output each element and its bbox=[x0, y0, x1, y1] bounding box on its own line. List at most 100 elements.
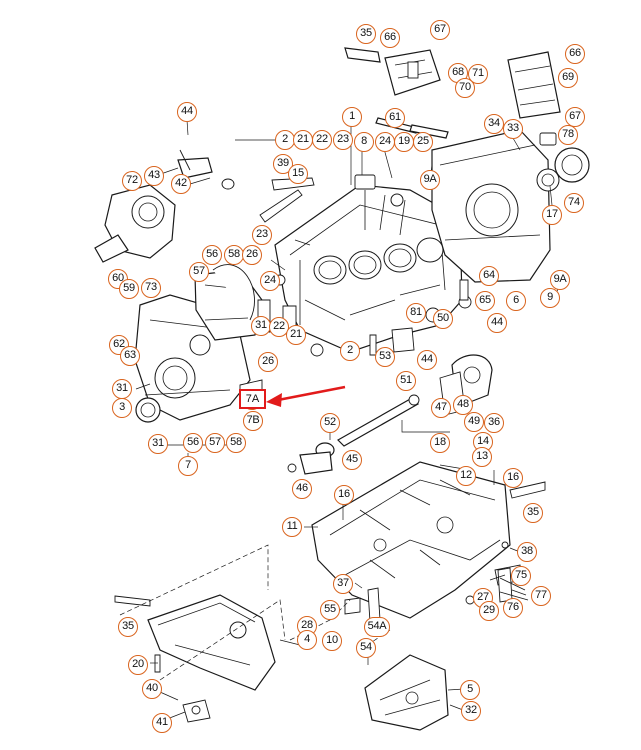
callout-52[interactable]: 52 bbox=[320, 413, 340, 433]
callout-58[interactable]: 58 bbox=[224, 245, 244, 265]
callout-5[interactable]: 5 bbox=[460, 680, 480, 700]
callout-33[interactable]: 33 bbox=[503, 119, 523, 139]
callout-56[interactable]: 56 bbox=[202, 245, 222, 265]
callout-75[interactable]: 75 bbox=[511, 566, 531, 586]
callout-44[interactable]: 44 bbox=[487, 313, 507, 333]
callout-36[interactable]: 36 bbox=[484, 413, 504, 433]
callout-51[interactable]: 51 bbox=[396, 371, 416, 391]
callout-57[interactable]: 57 bbox=[189, 262, 209, 282]
callout-35[interactable]: 35 bbox=[356, 24, 376, 44]
callout-54[interactable]: 54 bbox=[356, 638, 376, 658]
callout-35[interactable]: 35 bbox=[118, 617, 138, 637]
callout-19[interactable]: 19 bbox=[394, 132, 414, 152]
highlighted-callout-7A[interactable]: 7A bbox=[239, 389, 266, 409]
callout-31[interactable]: 31 bbox=[148, 434, 168, 454]
callout-64[interactable]: 64 bbox=[479, 266, 499, 286]
callout-10[interactable]: 10 bbox=[322, 631, 342, 651]
callout-31[interactable]: 31 bbox=[251, 316, 271, 336]
callout-20[interactable]: 20 bbox=[128, 655, 148, 675]
callout-32[interactable]: 32 bbox=[461, 701, 481, 721]
callout-11[interactable]: 11 bbox=[282, 517, 302, 537]
callout-67[interactable]: 67 bbox=[430, 20, 450, 40]
callout-41[interactable]: 41 bbox=[152, 713, 172, 733]
callout-67[interactable]: 67 bbox=[565, 107, 585, 127]
callout-59[interactable]: 59 bbox=[119, 279, 139, 299]
callout-24[interactable]: 24 bbox=[375, 132, 395, 152]
callout-8[interactable]: 8 bbox=[354, 132, 374, 152]
callout-7b[interactable]: 7B bbox=[243, 411, 263, 431]
callout-47[interactable]: 47 bbox=[431, 398, 451, 418]
callout-76[interactable]: 76 bbox=[503, 598, 523, 618]
water-pump-drawing bbox=[94, 149, 235, 263]
callout-49[interactable]: 49 bbox=[464, 412, 484, 432]
callout-37[interactable]: 37 bbox=[333, 574, 353, 594]
rear-cover-drawing bbox=[431, 129, 590, 283]
callout-9[interactable]: 9 bbox=[540, 288, 560, 308]
callout-13[interactable]: 13 bbox=[472, 447, 492, 467]
callout-24[interactable]: 24 bbox=[260, 271, 280, 291]
callout-71[interactable]: 71 bbox=[468, 64, 488, 84]
callout-23[interactable]: 23 bbox=[333, 130, 353, 150]
callout-61[interactable]: 61 bbox=[385, 108, 405, 128]
callout-72[interactable]: 72 bbox=[122, 171, 142, 191]
callout-38[interactable]: 38 bbox=[517, 542, 537, 562]
callout-15[interactable]: 15 bbox=[288, 164, 308, 184]
callout-55[interactable]: 55 bbox=[320, 600, 340, 620]
callout-74[interactable]: 74 bbox=[564, 193, 584, 213]
callout-26[interactable]: 26 bbox=[258, 352, 278, 372]
callout-65[interactable]: 65 bbox=[475, 291, 495, 311]
callout-70[interactable]: 70 bbox=[455, 78, 475, 98]
callout-45[interactable]: 45 bbox=[342, 450, 362, 470]
callout-21[interactable]: 21 bbox=[293, 130, 313, 150]
callout-54a[interactable]: 54A bbox=[364, 617, 390, 637]
callout-42[interactable]: 42 bbox=[171, 174, 191, 194]
callout-81[interactable]: 81 bbox=[406, 303, 426, 323]
callout-25[interactable]: 25 bbox=[413, 132, 433, 152]
callout-2[interactable]: 2 bbox=[275, 130, 295, 150]
callout-57[interactable]: 57 bbox=[205, 433, 225, 453]
callout-48[interactable]: 48 bbox=[453, 395, 473, 415]
callout-6[interactable]: 6 bbox=[506, 291, 526, 311]
callout-26[interactable]: 26 bbox=[242, 245, 262, 265]
callout-2[interactable]: 2 bbox=[340, 341, 360, 361]
callout-34[interactable]: 34 bbox=[484, 114, 504, 134]
callout-16[interactable]: 16 bbox=[503, 468, 523, 488]
callout-7[interactable]: 7 bbox=[178, 456, 198, 476]
callout-4[interactable]: 4 bbox=[297, 630, 317, 650]
callout-77[interactable]: 77 bbox=[531, 586, 551, 606]
callout-78[interactable]: 78 bbox=[558, 125, 578, 145]
callout-12[interactable]: 12 bbox=[456, 466, 476, 486]
callout-23[interactable]: 23 bbox=[252, 225, 272, 245]
callout-18[interactable]: 18 bbox=[430, 433, 450, 453]
callout-50[interactable]: 50 bbox=[433, 309, 453, 329]
callout-43[interactable]: 43 bbox=[144, 166, 164, 186]
shaft-drawing bbox=[287, 394, 420, 475]
callout-44[interactable]: 44 bbox=[177, 102, 197, 122]
callout-17[interactable]: 17 bbox=[542, 205, 562, 225]
callout-69[interactable]: 69 bbox=[558, 68, 578, 88]
callout-21[interactable]: 21 bbox=[286, 325, 306, 345]
callout-31[interactable]: 31 bbox=[112, 379, 132, 399]
callout-40[interactable]: 40 bbox=[142, 679, 162, 699]
callout-53[interactable]: 53 bbox=[375, 347, 395, 367]
callout-3[interactable]: 3 bbox=[112, 398, 132, 418]
callout-35[interactable]: 35 bbox=[523, 503, 543, 523]
callout-66[interactable]: 66 bbox=[565, 44, 585, 64]
callout-46[interactable]: 46 bbox=[292, 479, 312, 499]
callout-9a[interactable]: 9A bbox=[550, 270, 570, 290]
callout-16[interactable]: 16 bbox=[334, 485, 354, 505]
callout-9a[interactable]: 9A bbox=[420, 170, 440, 190]
callout-58[interactable]: 58 bbox=[226, 433, 246, 453]
timing-cover-drawing bbox=[134, 264, 263, 423]
callout-66[interactable]: 66 bbox=[380, 28, 400, 48]
callout-29[interactable]: 29 bbox=[479, 601, 499, 621]
callout-1[interactable]: 1 bbox=[342, 107, 362, 127]
callout-73[interactable]: 73 bbox=[141, 278, 161, 298]
callout-44[interactable]: 44 bbox=[417, 350, 437, 370]
callout-56[interactable]: 56 bbox=[183, 433, 203, 453]
callout-22[interactable]: 22 bbox=[312, 130, 332, 150]
callout-63[interactable]: 63 bbox=[120, 346, 140, 366]
sensor-parts-drawing bbox=[369, 279, 493, 416]
